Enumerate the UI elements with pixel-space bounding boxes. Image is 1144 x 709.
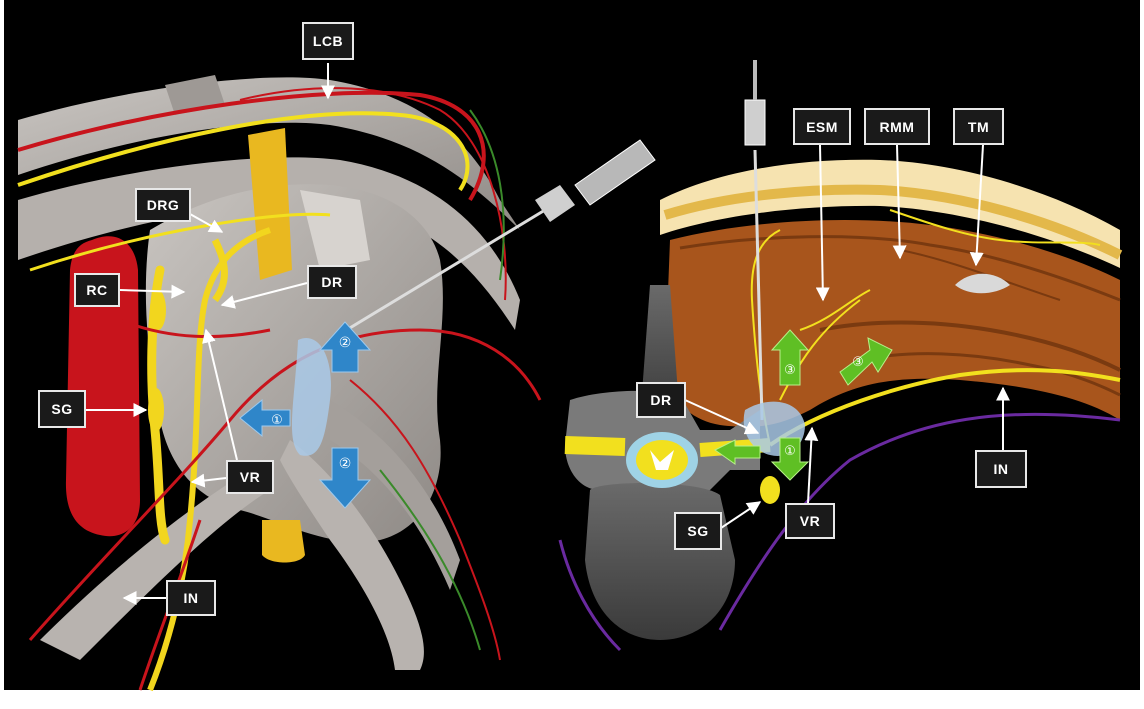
label-rmm: RMM xyxy=(864,108,930,145)
arrow-number-right-3: ③ xyxy=(852,355,864,370)
label-dr-right: DR xyxy=(636,382,686,418)
label-esm: ESM xyxy=(793,108,851,145)
label-dr-left: DR xyxy=(307,265,357,299)
arrow-number-right-2: ③ xyxy=(784,363,796,378)
nerve-bulb xyxy=(262,520,305,563)
arrow-number-left-up: ② xyxy=(339,335,352,351)
label-vr-left: VR xyxy=(226,460,274,494)
arrow-number-left-side: ① xyxy=(271,413,283,428)
label-tm: TM xyxy=(953,108,1004,145)
label-sg-left: SG xyxy=(38,390,86,428)
label-sg-right: SG xyxy=(674,512,722,550)
label-rc: RC xyxy=(74,273,120,307)
ganglion-1 xyxy=(150,290,166,330)
arrow-number-right-1: ① xyxy=(784,444,796,459)
ganglion-2 xyxy=(148,388,164,432)
sympathetic-ganglion-right xyxy=(760,476,780,504)
needle-hub-right xyxy=(745,100,765,145)
label-in-right: IN xyxy=(975,450,1027,488)
nerve-root-band-left xyxy=(565,445,625,447)
label-vr-right: VR xyxy=(785,503,835,539)
spinal-cord-section xyxy=(636,440,688,480)
arrow-number-left-down: ② xyxy=(339,456,352,472)
label-drg: DRG xyxy=(135,188,191,222)
label-in-left: IN xyxy=(166,580,216,616)
vertebral-body xyxy=(585,483,735,640)
label-lcb: LCB xyxy=(302,22,354,60)
